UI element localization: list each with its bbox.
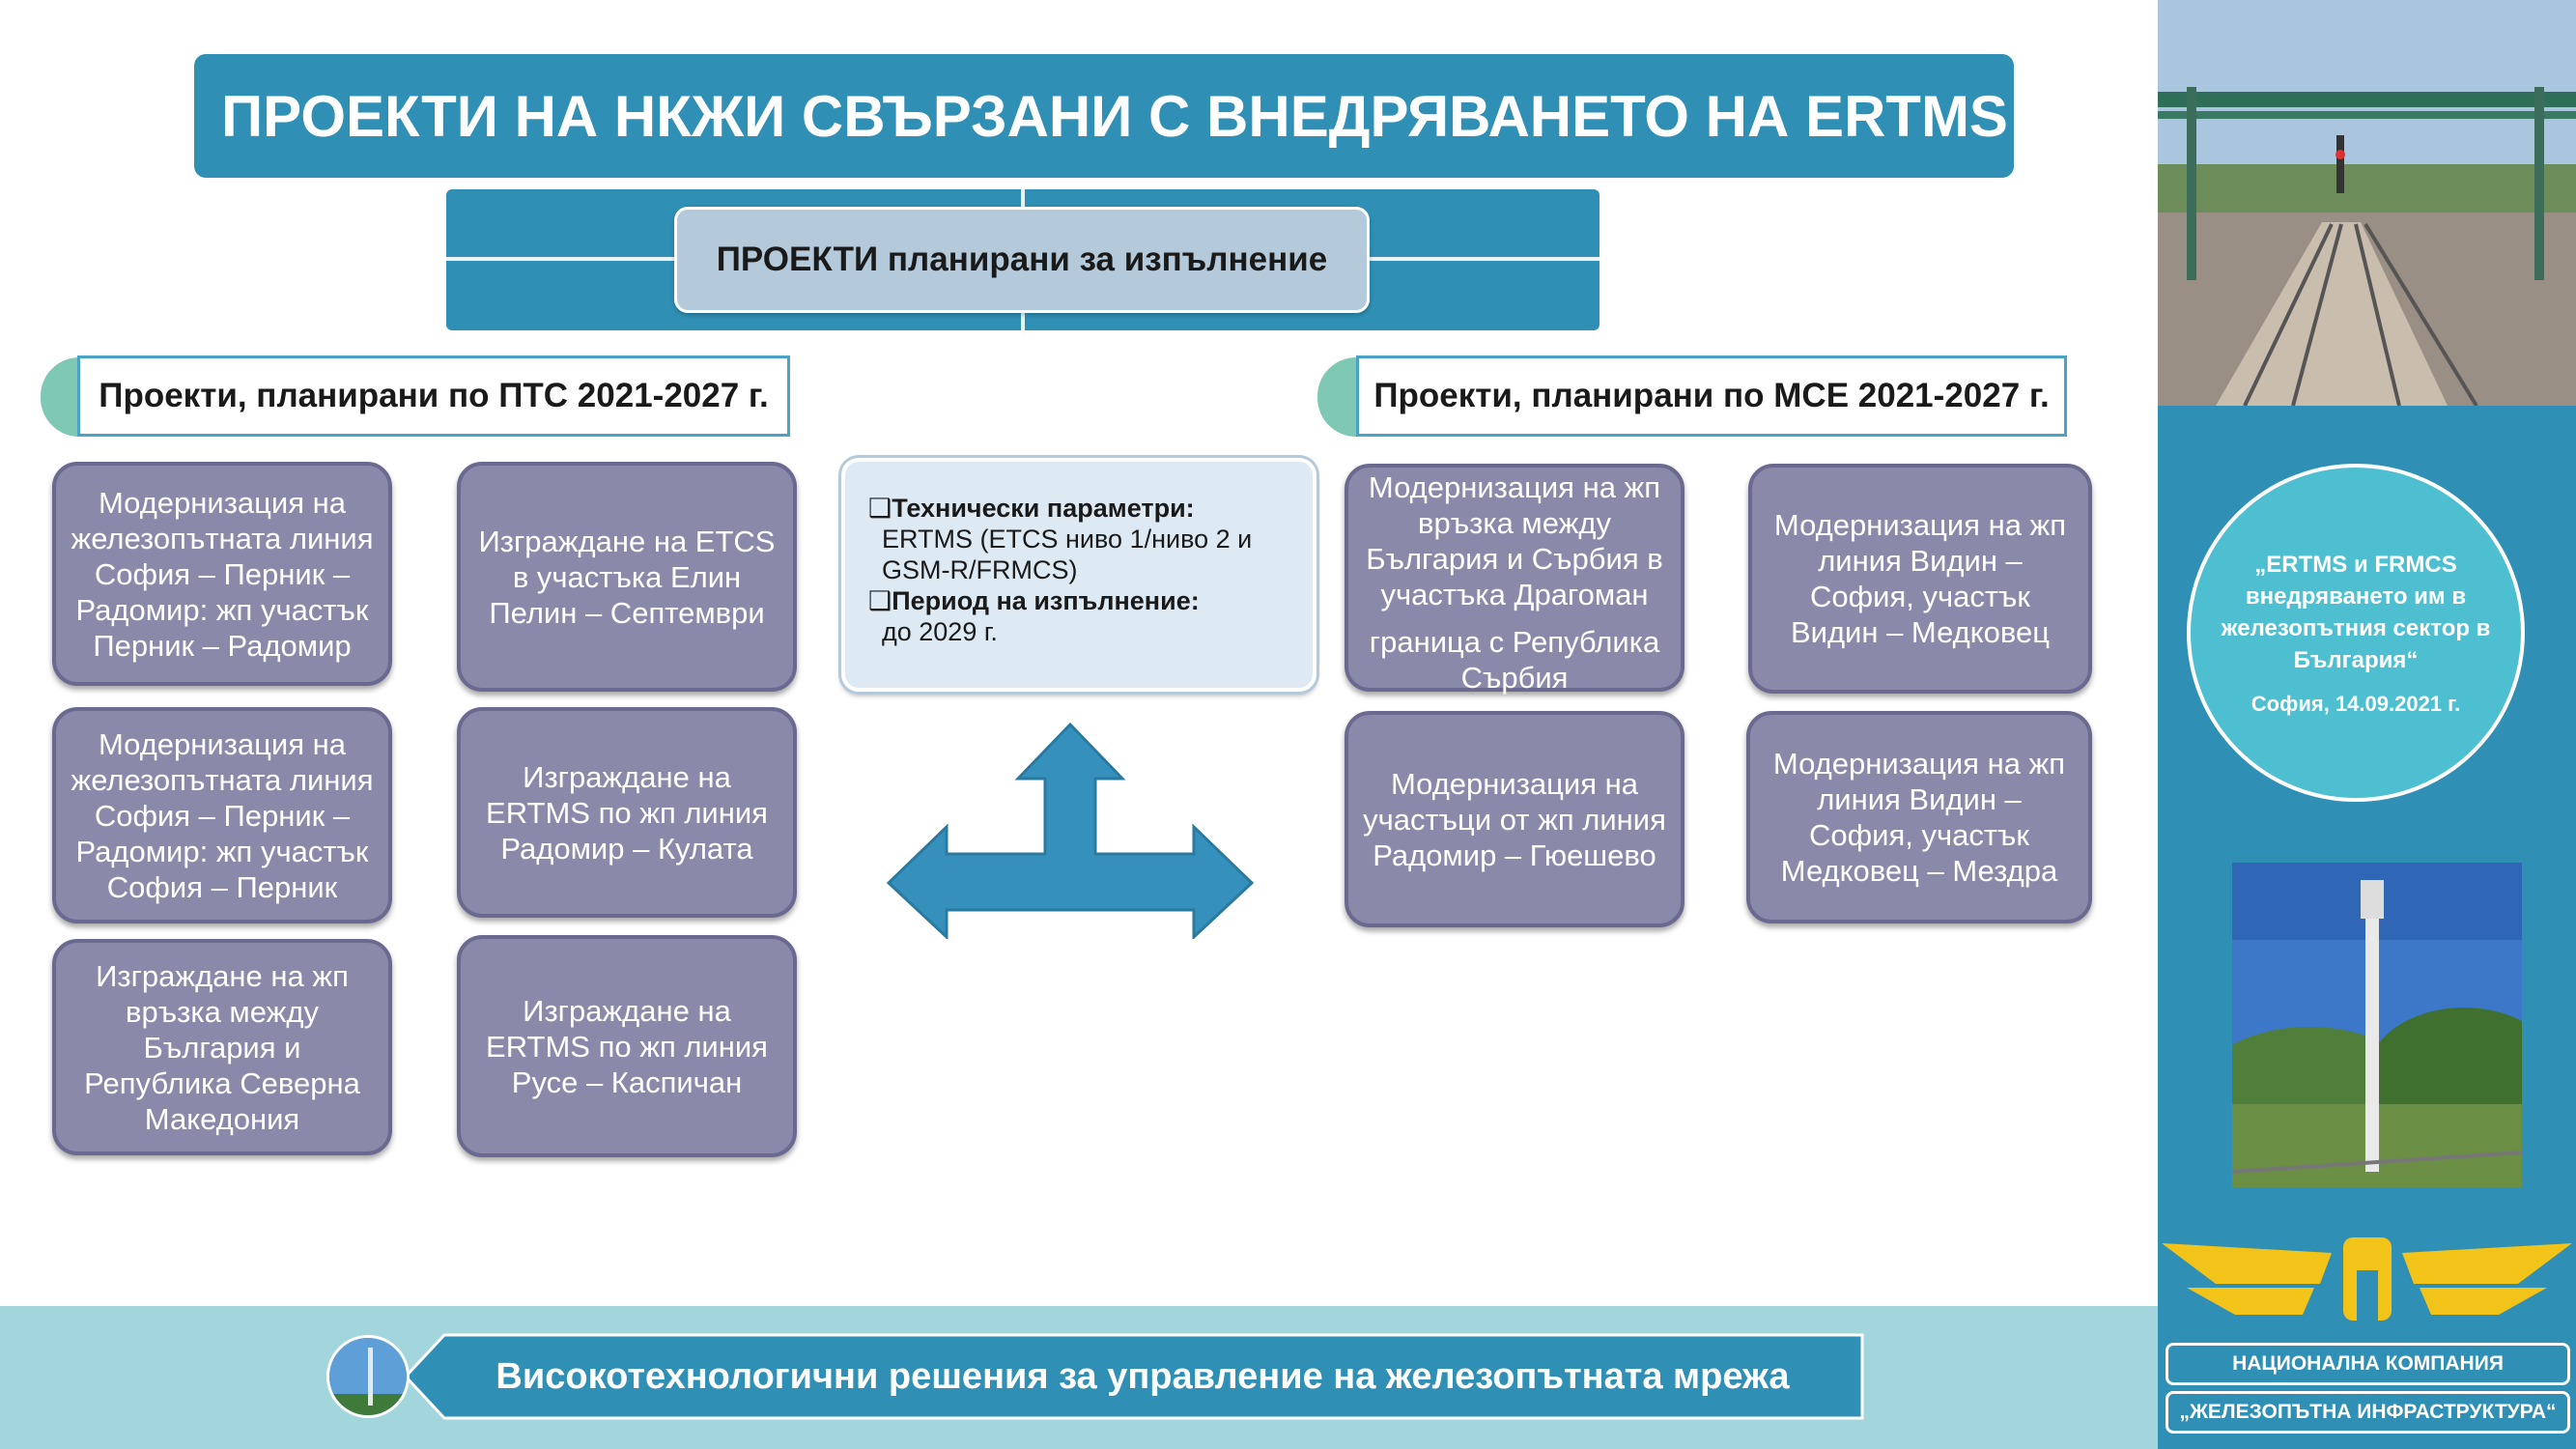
page-title: ПРОЕКТИ НА НКЖИ СВЪРЗАНИ С ВНЕДРЯВАНЕТО …: [194, 54, 2014, 178]
project-label: Модернизация на жп линия Видин – София, …: [1772, 747, 2066, 888]
project-vidin-sofia-mezdra[interactable]: Модернизация на жп линия Видин – София, …: [1746, 711, 2092, 923]
project-radomir-gyueshevo[interactable]: Модернизация на участъци от жп линия Рад…: [1345, 711, 1684, 927]
project-label: Изграждане на жп връзка между България и…: [84, 958, 360, 1136]
event-badge: „ERTMS и FRMCS внедряването им в железоп…: [2187, 464, 2525, 802]
project-label-continued: граница с Република Сърбия: [1369, 625, 1660, 695]
org-name-line2: „ЖЕЛЕЗОПЪТНА ИНФРАСТРУКТУРА“: [2166, 1391, 2570, 1434]
project-label: Изграждане на ERTMS по жп линия Русе – К…: [486, 993, 768, 1099]
project-label: Изграждане на ERTMS по жп линия Радомир …: [486, 759, 768, 866]
tech-period-value: до 2029 г.: [882, 617, 998, 646]
project-sofia-pernik-radomir-sofia[interactable]: Модернизация на железопътната линия Софи…: [52, 707, 392, 923]
railway-photo: [2158, 0, 2576, 406]
org-name-line1: НАЦИОНАЛНА КОМПАНИЯ: [2166, 1343, 2570, 1385]
project-bulgaria-north-macedonia[interactable]: Изграждане на жп връзка между България и…: [52, 939, 392, 1155]
left-section-header: Проекти, планирани по ПТС 2021-2027 г.: [77, 355, 790, 437]
project-ertms-radomir-kulata[interactable]: Изграждане на ERTMS по жп линия Радомир …: [457, 707, 797, 918]
nkzhi-emblem-icon: [2162, 1237, 2572, 1321]
project-label: Модернизация на участъци от жп линия Рад…: [1363, 766, 1666, 872]
project-label: Модернизация на железопътната линия Софи…: [71, 485, 374, 663]
project-vidin-sofia-medkovets[interactable]: Модернизация на жп линия Видин – София, …: [1748, 464, 2092, 694]
project-label: Модернизация на железопътната линия Софи…: [71, 726, 374, 904]
project-sofia-pernik-radomir-pernik[interactable]: Модернизация на железопътната линия Софи…: [52, 462, 392, 686]
project-label: Модернизация на жп връзка между България…: [1366, 470, 1663, 611]
technical-parameters-box: ❑Технически параметри: ERTMS (ETCS ниво …: [841, 458, 1316, 692]
project-ertms-ruse-kaspichan[interactable]: Изграждане на ERTMS по жп линия Русе – К…: [457, 935, 797, 1157]
right-section-header: Проекти, планирани по МСЕ 2021-2027 г.: [1356, 355, 2067, 437]
project-label: Изграждане на ETCS в участъка Елин Пелин…: [478, 524, 776, 630]
planned-projects-label: ПРОЕКТИ планирани за изпълнение: [674, 207, 1370, 313]
gsm-r-tower-photo: [2232, 863, 2522, 1187]
project-etcs-elin-pelin-septemvri[interactable]: Изграждане на ETCS в участъка Елин Пелин…: [457, 462, 797, 692]
project-bulgaria-serbia-dragoman[interactable]: Модернизация на жп връзка между България…: [1345, 464, 1684, 695]
tech-params-value: ERTMS (ETCS ниво 1/ниво 2 и GSM-R/FRMCS): [882, 525, 1253, 584]
bottom-tagline: Високотехнологични решения за управление…: [495, 1355, 1790, 1397]
project-label: Модернизация на жп линия Видин – София, …: [1773, 508, 2067, 649]
bottom-banner-shape: [403, 1333, 1864, 1420]
tech-period-label: ❑Период на изпълнение:: [868, 586, 1200, 615]
tech-params-label: ❑Технически параметри:: [868, 494, 1195, 523]
tower-thumbnail: [326, 1335, 410, 1418]
event-title: „ERTMS и FRMCS внедряването им в железоп…: [2221, 552, 2491, 673]
event-date: София, 14.09.2021 г.: [2250, 692, 2461, 716]
three-way-arrow-icon: [886, 722, 1255, 939]
